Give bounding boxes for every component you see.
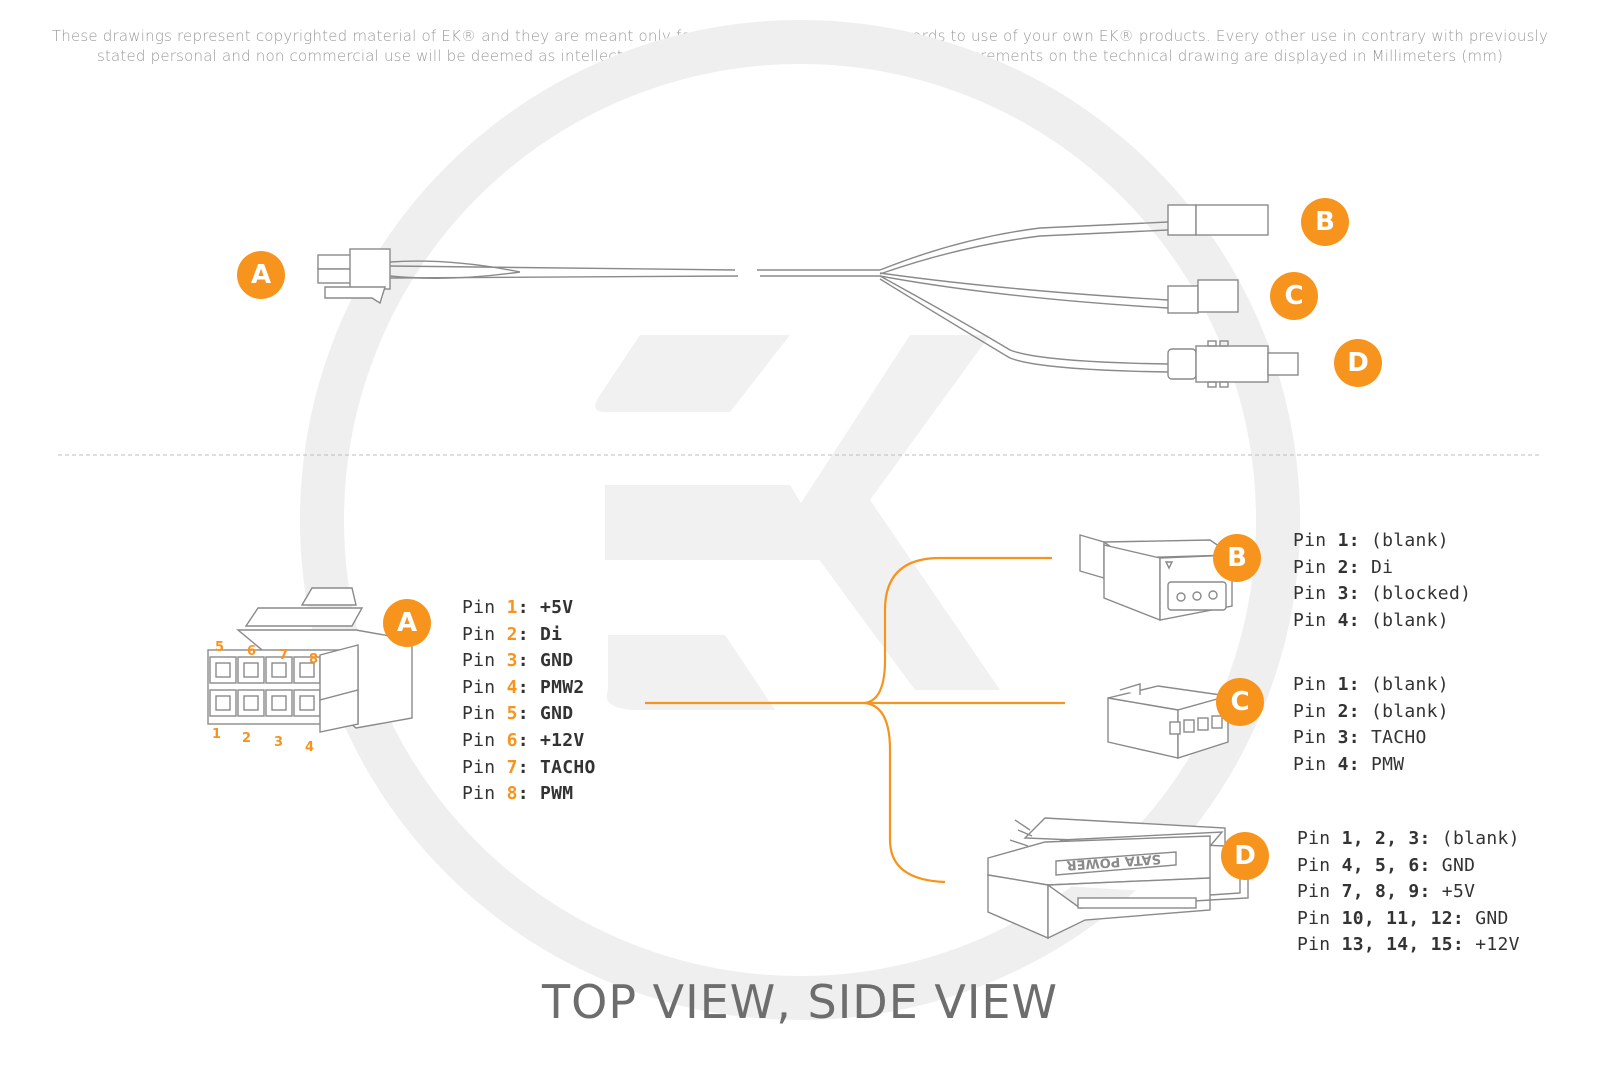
pin-number-1: 1 [212, 727, 222, 742]
pin-row: Pin 1: +5V [462, 597, 574, 618]
pin-row: Pin 4: PMW [1293, 753, 1405, 775]
badge-d-top: D [1334, 339, 1382, 387]
connector-b-drawing [1079, 534, 1235, 622]
pin-number-5: 5 [215, 640, 225, 655]
pin-row: Pin 13, 14, 15: +12V [1297, 934, 1520, 956]
pin-row: Pin 3: (blocked) [1293, 583, 1472, 605]
pin-number-8: 8 [309, 652, 319, 667]
connector-a-pin-cavities [209, 656, 321, 717]
pin-list-b: Pin 1: (blank) Pin 2: Di Pin 3: (blocked… [1293, 528, 1471, 634]
pin-number-4: 4 [305, 740, 315, 755]
pin-number-2: 2 [242, 731, 252, 746]
badge-b-top: B [1301, 198, 1349, 246]
pin-row: Pin 2: (blank) [1293, 700, 1449, 722]
pin-list-d: Pin 1, 2, 3: (blank) Pin 4, 5, 6: GND Pi… [1297, 826, 1520, 959]
branch-lines [645, 556, 1065, 884]
pin-row: Pin 6: +12V [462, 729, 585, 751]
pin-row: Pin 2: Di [1293, 556, 1394, 578]
view-caption: TOP VIEW, SIDE VIEW [542, 975, 1058, 1029]
pin-row: Pin 5: GND [462, 703, 574, 725]
pin-row: Pin 3: TACHO [1293, 727, 1427, 749]
pin-row: Pin 1: (blank) [1293, 530, 1449, 551]
pin-row: Pin 7, 8, 9: +5V [1297, 881, 1476, 903]
pin-row: Pin 3: GND [462, 650, 574, 672]
pin-row: Pin 8: PWM [462, 783, 574, 805]
ek-watermark-logo [300, 20, 1300, 1020]
pin-row: Pin 4: PMW2 [462, 676, 585, 698]
pin-row: Pin 4: (blank) [1293, 609, 1449, 631]
pin-row: Pin 1, 2, 3: (blank) [1297, 828, 1520, 849]
pin-row: Pin 2: Di [462, 623, 563, 645]
connector-d-drawing [987, 817, 1249, 940]
badge-b-side: B [1213, 534, 1261, 582]
top-view-cable [317, 204, 1299, 388]
connector-c-drawing [1107, 683, 1229, 759]
pin-list-c: Pin 1: (blank) Pin 2: (blank) Pin 3: TAC… [1293, 672, 1449, 778]
badge-d-side: D [1221, 832, 1269, 880]
connector-a-drawing [207, 587, 413, 733]
pin-row: Pin 1: (blank) [1293, 674, 1449, 695]
badge-c-top: C [1270, 272, 1318, 320]
badge-a-side: A [383, 599, 431, 647]
pin-list-a: Pin 1: +5V Pin 2: Di Pin 3: GND Pin 4: P… [462, 595, 596, 808]
pin-number-6: 6 [247, 644, 257, 659]
badge-a-top: A [237, 251, 285, 299]
sata-power-label: SATA POWER [1066, 851, 1161, 873]
badge-c-side: C [1216, 678, 1264, 726]
pin-row: Pin 7: TACHO [462, 756, 596, 778]
pin-number-7: 7 [279, 648, 289, 663]
pin-number-3: 3 [274, 735, 284, 750]
pin-row: Pin 10, 11, 12: GND [1297, 907, 1509, 929]
pin-row: Pin 4, 5, 6: GND [1297, 854, 1476, 876]
